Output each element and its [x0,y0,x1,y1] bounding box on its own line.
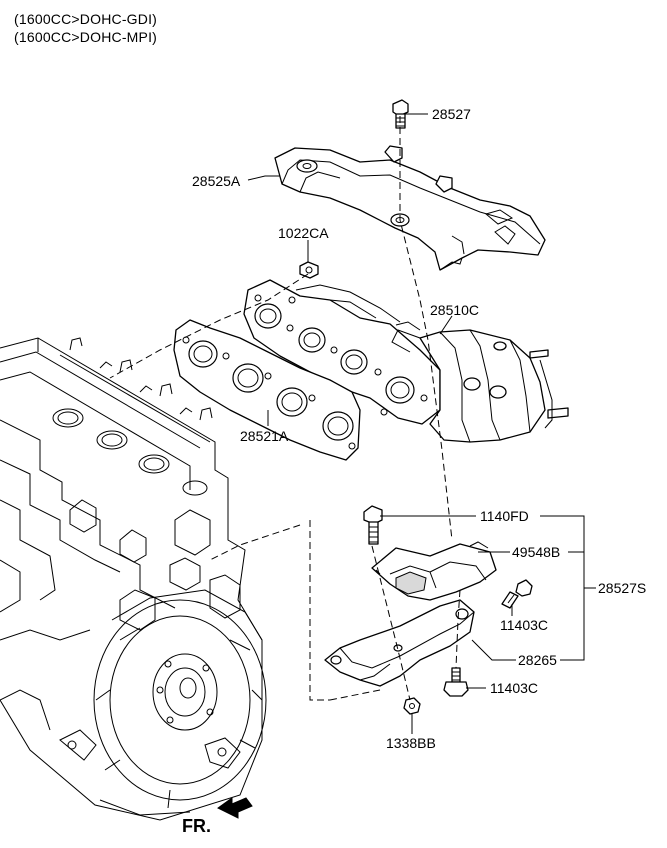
label-28527: 28527 [432,106,471,122]
insulator-49548B [371,541,497,601]
gasket-28521A [173,319,361,461]
label-49548B: 49548B [512,544,560,560]
assembly-lines [109,116,461,701]
bolt-28527 [392,99,409,129]
label-1140FD: 1140FD [480,508,529,524]
label-28265: 28265 [518,652,557,668]
label-1338BB: 1338BB [386,735,436,751]
nut-1022CA [299,261,319,279]
label-1022CA: 1022CA [278,225,329,241]
bolt-11403C-upper [501,579,533,609]
engine-block [0,337,267,821]
front-mark-label: FR. [182,816,211,836]
label-28527S: 28527S [598,580,646,596]
stay-28265 [324,599,475,687]
nut-1338BB [403,697,421,715]
bolt-11403C-lower [443,667,469,697]
label-11403C-upper: 11403C [500,617,548,633]
front-direction-arrow-icon [217,797,253,819]
engine-spec-line-2: (1600CC>DOHC-MPI) [14,29,158,45]
label-28521A: 28521A [240,428,289,444]
engine-spec-line-1: (1600CC>DOHC-GDI) [14,11,158,27]
bolt-1140FD [363,505,383,545]
heat-protector-28525A [274,145,546,271]
label-28510C: 28510C [430,302,479,318]
exhaust-manifold-28510C [243,279,569,443]
leader-lines [247,113,596,734]
label-28525A: 28525A [192,173,241,189]
label-11403C-lower: 11403C [490,680,538,696]
